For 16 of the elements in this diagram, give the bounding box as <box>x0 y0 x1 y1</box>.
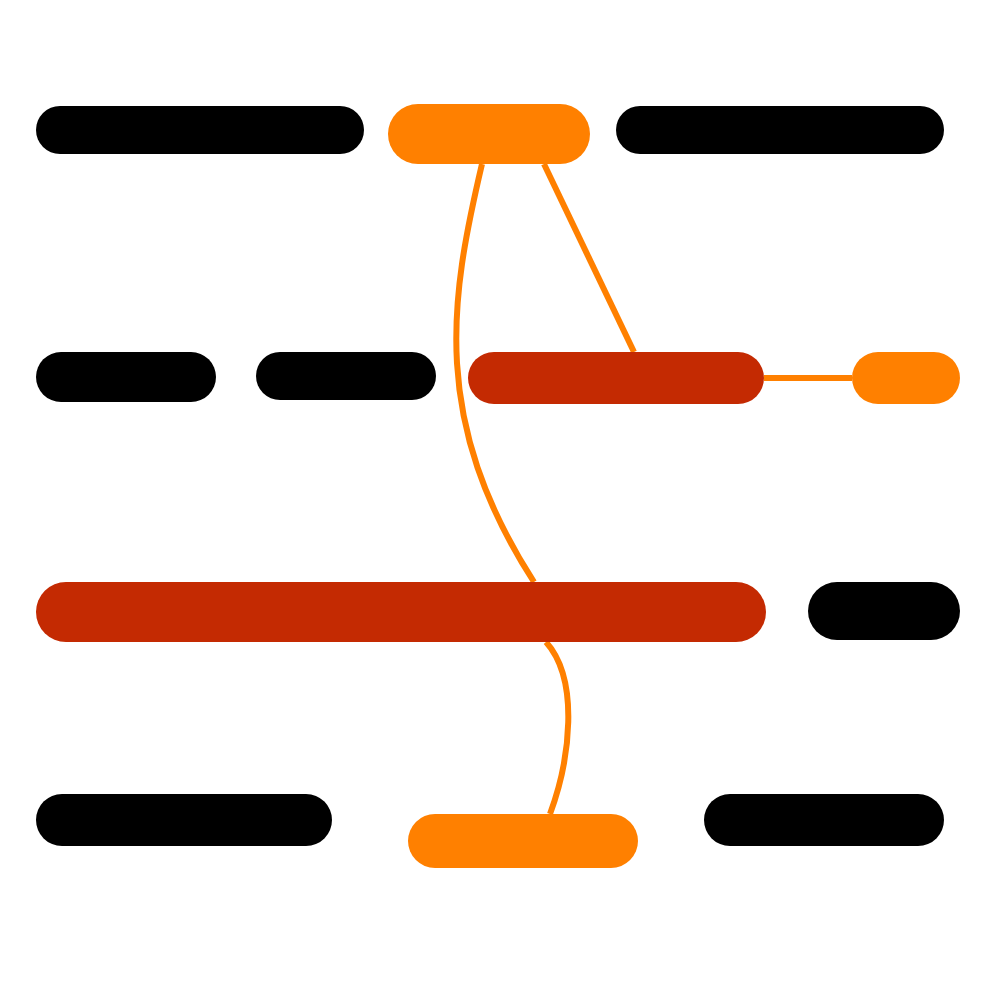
bar-shape <box>704 794 944 846</box>
connector-line <box>541 162 637 354</box>
bar-shape <box>36 352 216 402</box>
bar-shape <box>36 794 332 846</box>
connector-line <box>543 640 572 815</box>
connector-line <box>453 163 537 584</box>
bar-shape <box>36 582 766 642</box>
bar-shape <box>36 106 364 154</box>
bar-shape <box>616 106 944 154</box>
bar-shape <box>468 352 764 404</box>
bar-shape <box>408 814 638 868</box>
bar-shape <box>808 582 960 640</box>
connector-line <box>764 375 852 381</box>
bar-shape <box>388 104 590 164</box>
bar-shape <box>256 352 436 400</box>
bar-shape <box>852 352 960 404</box>
